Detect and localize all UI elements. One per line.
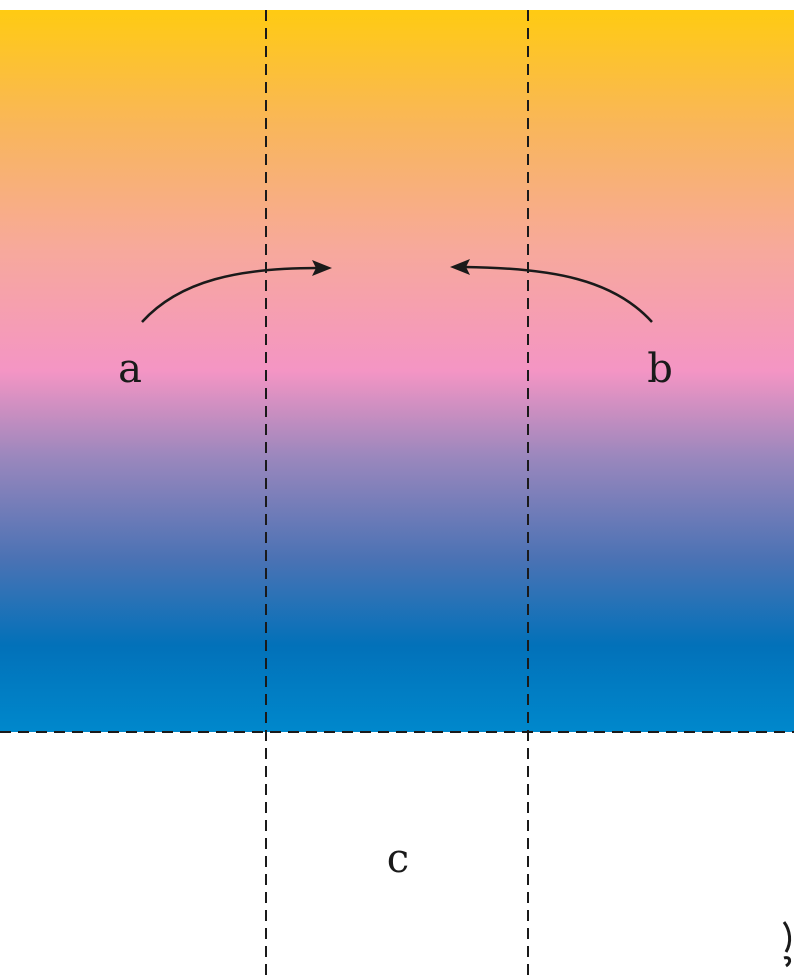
arrowhead-right-icon bbox=[312, 260, 332, 276]
gradient-panel bbox=[0, 10, 794, 732]
label-c: c bbox=[387, 836, 409, 882]
fold-arrow-right bbox=[450, 259, 653, 323]
label-a: a bbox=[118, 346, 142, 392]
arrowhead-left-icon bbox=[450, 259, 470, 275]
corner-mark-icon bbox=[782, 921, 792, 968]
label-b: b bbox=[647, 346, 673, 392]
fold-arrow-left bbox=[141, 260, 332, 323]
